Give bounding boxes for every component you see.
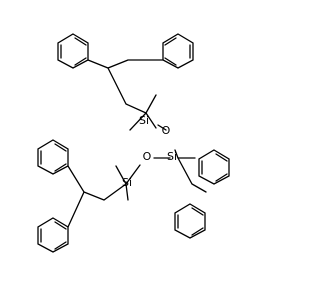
- phenyl-ring-left-lower: [37, 217, 69, 253]
- phenyl-ring-right-upper: [198, 149, 230, 185]
- phenyl-ring-left-upper: [37, 139, 69, 175]
- si-mid-substituent-bonds: [177, 157, 207, 193]
- silicon-atom-middle: Si: [167, 150, 177, 163]
- left-ethyl-chain: [67, 164, 141, 228]
- structure-diagram: Si O Si O Si: [37, 33, 230, 253]
- silicon-atom-left: Si: [122, 176, 132, 189]
- phenyl-ring-right-lower: [174, 203, 206, 239]
- top-ethyl-chain: [87, 59, 164, 114]
- oxygen-atom-left: O: [143, 150, 152, 163]
- phenyl-ring-top-right: [162, 33, 194, 69]
- phenyl-ring-top-left: [57, 33, 89, 69]
- backbone-bonds: [153, 124, 179, 159]
- oxygen-atom-top: O: [162, 124, 171, 137]
- silicon-atom-top: Si: [139, 114, 149, 127]
- si-top-methyl-bonds: [129, 94, 157, 131]
